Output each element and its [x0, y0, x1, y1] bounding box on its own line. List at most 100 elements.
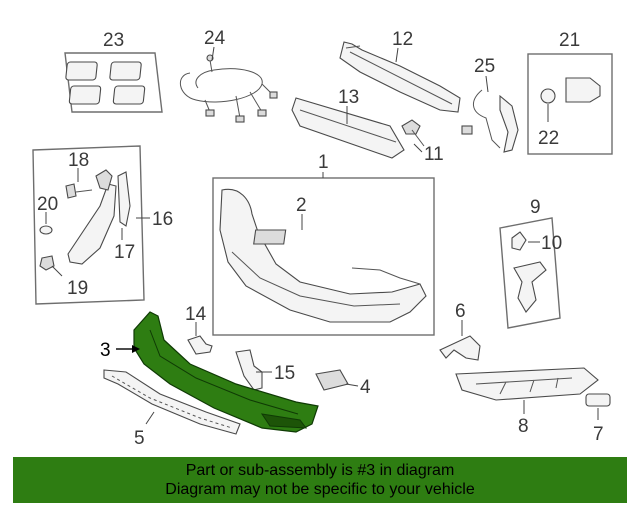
- footer-banner: Part or sub-assembly is #3 in diagram Di…: [13, 457, 627, 503]
- part-24-connector: [269, 91, 278, 99]
- leader-25: [485, 75, 489, 93]
- callout-23: 23: [103, 30, 124, 51]
- part-5-group[interactable]: 5: [103, 369, 241, 449]
- leader-19: [51, 265, 63, 277]
- callout-6: 6: [455, 301, 466, 322]
- part-9-group[interactable]: 9 10: [499, 197, 562, 329]
- callout-1: 1: [318, 152, 329, 173]
- callout-25: 25: [474, 56, 495, 77]
- callout-24: 24: [204, 28, 226, 49]
- callout-12: 12: [392, 29, 413, 50]
- part-3-recess: [260, 413, 308, 429]
- callout-15: 15: [274, 363, 295, 384]
- part-11-bolt-head: [401, 119, 421, 135]
- part-15-bracket: [235, 349, 263, 391]
- part-8-group[interactable]: 8: [455, 367, 599, 437]
- callout-13: 13: [338, 87, 359, 108]
- callout-19: 19: [67, 278, 88, 299]
- part-24-harness: [180, 68, 263, 103]
- callout-22: 22: [538, 128, 559, 149]
- callout-16: 16: [152, 209, 173, 230]
- part-13-pad: [291, 97, 405, 159]
- leader-24: [211, 46, 215, 61]
- part-11-bolt-shank: [411, 129, 425, 147]
- part-16-bracket: [67, 183, 117, 265]
- part-1-cover: [219, 188, 427, 323]
- part-23-group[interactable]: 23: [64, 30, 163, 113]
- part-8-detail: [475, 377, 573, 395]
- part-23-pad: [68, 85, 102, 105]
- part-6-group[interactable]: 6: [439, 301, 481, 361]
- part-24-connector: [206, 54, 214, 62]
- part-16-group[interactable]: 18 20 17 19 16: [32, 145, 173, 305]
- part-18-screw: [65, 183, 77, 199]
- part-23-pad: [112, 85, 146, 105]
- part-18-screw-shank: [75, 189, 93, 193]
- part-21-group[interactable]: 21 22: [527, 30, 613, 155]
- part-25-clip: [461, 125, 473, 135]
- part-16-tab: [95, 169, 113, 191]
- part-13-group[interactable]: 13: [291, 87, 405, 159]
- part-15-group[interactable]: 15: [235, 349, 295, 391]
- leader-4: [345, 383, 359, 387]
- callout-3: 3: [100, 340, 111, 361]
- part-3-valance[interactable]: [133, 311, 319, 433]
- part-7-group[interactable]: 7: [585, 393, 611, 445]
- part-8-plate: [455, 367, 599, 401]
- part-13-detail: [299, 109, 397, 143]
- callout-10: 10: [541, 233, 562, 254]
- footer-line-1: Part or sub-assembly is #3 in diagram: [185, 462, 455, 479]
- callout-21: 21: [559, 30, 580, 51]
- callout-8: 8: [518, 416, 529, 437]
- callout-20: 20: [37, 194, 58, 215]
- callout-17: 17: [114, 242, 135, 263]
- part-24-wires: [204, 59, 273, 119]
- part-4-group[interactable]: 4: [315, 369, 371, 398]
- part-11-group[interactable]: 11: [401, 119, 444, 165]
- footer-line-2: Diagram may not be specific to your vehi…: [165, 481, 475, 498]
- part-24-connector: [205, 109, 215, 117]
- part-17-strip: [117, 171, 131, 227]
- part-1-detail: [231, 251, 421, 307]
- callout-11: 11: [424, 144, 444, 165]
- part-9-bracket: [513, 261, 547, 313]
- part-7-clip: [585, 393, 611, 407]
- callout-2: 2: [296, 195, 307, 216]
- leader-5: [145, 411, 155, 425]
- part-24-connector: [235, 115, 245, 123]
- part-25-group[interactable]: 25: [461, 56, 519, 153]
- part-12-group[interactable]: 12: [339, 29, 461, 113]
- part-2-reflector: [253, 229, 287, 245]
- part-12-detail: [345, 45, 453, 105]
- part-23-pad: [65, 61, 98, 81]
- leader-11: [413, 143, 423, 153]
- part-3-edge: [149, 329, 299, 415]
- part-10-clip: [511, 231, 527, 251]
- part-24-connector: [257, 109, 267, 117]
- part-22-ring: [540, 88, 556, 104]
- part-4-connector: [315, 369, 349, 391]
- part-5-detail: [111, 375, 233, 429]
- part-24-group[interactable]: 24: [180, 28, 278, 123]
- part-6-bracket: [439, 335, 481, 361]
- callout-4: 4: [360, 377, 371, 398]
- callout-18: 18: [68, 150, 89, 171]
- part-21-sensor: [565, 77, 601, 103]
- part-14-group[interactable]: 14: [185, 304, 213, 355]
- part-3-group[interactable]: 3: [100, 311, 319, 433]
- part-25-bracket: [499, 94, 519, 153]
- leader-12: [395, 47, 399, 63]
- part-5-strip: [103, 369, 241, 435]
- part-20-clip: [39, 225, 53, 235]
- leader-3-arrow: [132, 345, 140, 353]
- callout-9: 9: [530, 197, 541, 218]
- callout-7: 7: [593, 424, 604, 445]
- part-14-clip: [187, 335, 213, 355]
- part-23-pad: [109, 61, 142, 81]
- part-1-group[interactable]: 1 2: [212, 152, 435, 336]
- callout-14: 14: [185, 304, 207, 325]
- part-19-fastener: [39, 255, 55, 271]
- callout-5: 5: [134, 428, 145, 449]
- part-25-wire: [473, 89, 501, 149]
